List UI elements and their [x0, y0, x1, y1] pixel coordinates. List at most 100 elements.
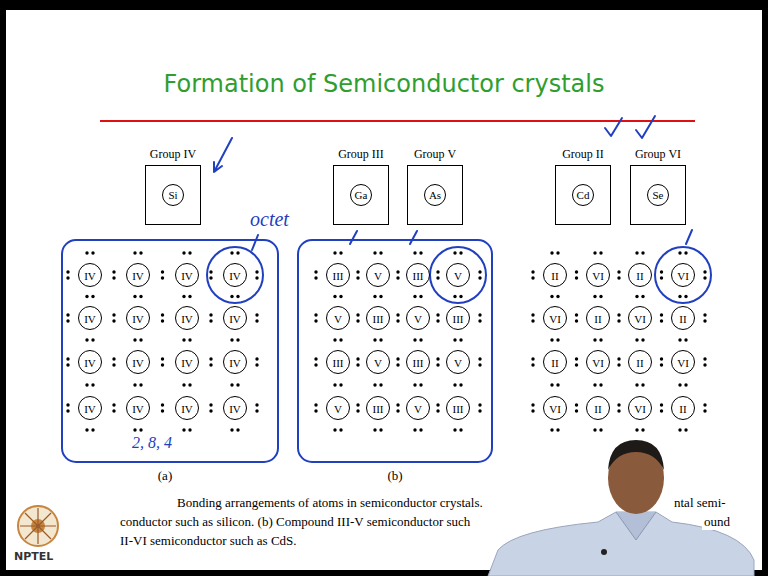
electron-dot: [161, 409, 164, 412]
electron-dot: [112, 319, 115, 322]
electron-dot: [66, 363, 69, 366]
element-symbol: As: [424, 184, 446, 206]
group-label: Group IV: [150, 147, 196, 162]
electron-dot: [436, 357, 439, 360]
electron-dot: [478, 319, 481, 322]
electron-dot: [112, 270, 115, 273]
handwritten-note: 2, 8, 4: [132, 434, 172, 452]
atom-label: II: [679, 313, 686, 325]
atom-label: IV: [84, 357, 96, 369]
electron-dot: [531, 313, 534, 316]
octet-circle: [430, 247, 486, 303]
pointer-stroke: [410, 231, 417, 244]
atom-label: IV: [181, 403, 193, 415]
electron-dot: [703, 363, 706, 366]
electron-dot: [703, 313, 706, 316]
lattice-atom: IV: [126, 350, 150, 374]
lattice-atom: IV: [175, 396, 199, 420]
lattice-atom: VI: [543, 396, 567, 420]
pointer-stroke: [350, 231, 357, 244]
electron-dot: [703, 409, 706, 412]
electron-dot: [91, 338, 94, 341]
lattice-atom: IV: [126, 396, 150, 420]
presenter-hair: [608, 440, 664, 470]
lattice-atom: V: [406, 306, 430, 330]
electron-dot: [85, 338, 88, 341]
caption-text: Bonding arrangements of atoms in semicon…: [175, 495, 485, 511]
electron-dot: [333, 383, 336, 386]
electron-dot: [478, 313, 481, 316]
electron-dot: [188, 428, 191, 431]
electron-dot: [459, 338, 462, 341]
electron-dot: [133, 338, 136, 341]
electron-dot: [182, 383, 185, 386]
electron-dot: [575, 276, 578, 279]
atom-label: IV: [132, 313, 144, 325]
electron-dot: [436, 409, 439, 412]
electron-dot: [575, 270, 578, 273]
electron-dot: [85, 251, 88, 254]
electron-dot: [85, 295, 88, 298]
electron-dot: [678, 428, 681, 431]
electron-dot: [641, 383, 644, 386]
electron-dot: [314, 357, 317, 360]
electron-dot: [617, 363, 620, 366]
electron-dot: [209, 270, 212, 273]
electron-dot: [396, 357, 399, 360]
electron-dot: [356, 319, 359, 322]
lattice-atom: IV: [223, 396, 247, 420]
electron-dot: [314, 276, 317, 279]
electron-dot: [593, 428, 596, 431]
electron-dot: [550, 251, 553, 254]
element-symbol: Cd: [572, 184, 594, 206]
electron-dot: [575, 357, 578, 360]
group-label: Group VI: [635, 147, 681, 162]
electron-dot: [684, 338, 687, 341]
lattice-atom: V: [446, 263, 470, 287]
electron-dot: [161, 363, 164, 366]
electron-dot: [255, 270, 258, 273]
electron-dot: [635, 338, 638, 341]
electron-dot: [255, 276, 258, 279]
pointer-stroke: [686, 230, 692, 244]
electron-dot: [599, 251, 602, 254]
microphone: [601, 549, 607, 555]
electron-dot: [478, 357, 481, 360]
electron-dot: [339, 428, 342, 431]
electron-dot: [314, 403, 317, 406]
atom-label: IV: [132, 357, 144, 369]
atom-label: II: [679, 403, 686, 415]
electron-dot: [453, 295, 456, 298]
electron-dot: [436, 363, 439, 366]
electron-dot: [255, 403, 258, 406]
electron-dot: [678, 383, 681, 386]
atom-label: II: [551, 270, 558, 282]
electron-dot: [436, 319, 439, 322]
electron-dot: [599, 383, 602, 386]
electron-dot: [531, 276, 534, 279]
electron-dot: [139, 251, 142, 254]
electron-dot: [550, 383, 553, 386]
electron-dot: [531, 270, 534, 273]
electron-dot: [478, 409, 481, 412]
electron-dot: [209, 403, 212, 406]
electron-dot: [419, 383, 422, 386]
lattice-atom: IV: [223, 306, 247, 330]
atom-label: III: [333, 357, 344, 369]
lattice-atom: III: [406, 350, 430, 374]
electron-dot: [617, 270, 620, 273]
atom-label: IV: [84, 403, 96, 415]
electron-dot: [550, 338, 553, 341]
electron-dot: [209, 409, 212, 412]
element-box: Group IIIGa: [333, 165, 389, 225]
electron-dot: [635, 383, 638, 386]
electron-dot: [684, 383, 687, 386]
electron-dot: [255, 363, 258, 366]
electron-dot: [703, 319, 706, 322]
electron-dot: [453, 338, 456, 341]
electron-dot: [703, 403, 706, 406]
electron-dot: [379, 295, 382, 298]
electron-dot: [436, 276, 439, 279]
electron-dot: [550, 295, 553, 298]
electron-dot: [255, 409, 258, 412]
